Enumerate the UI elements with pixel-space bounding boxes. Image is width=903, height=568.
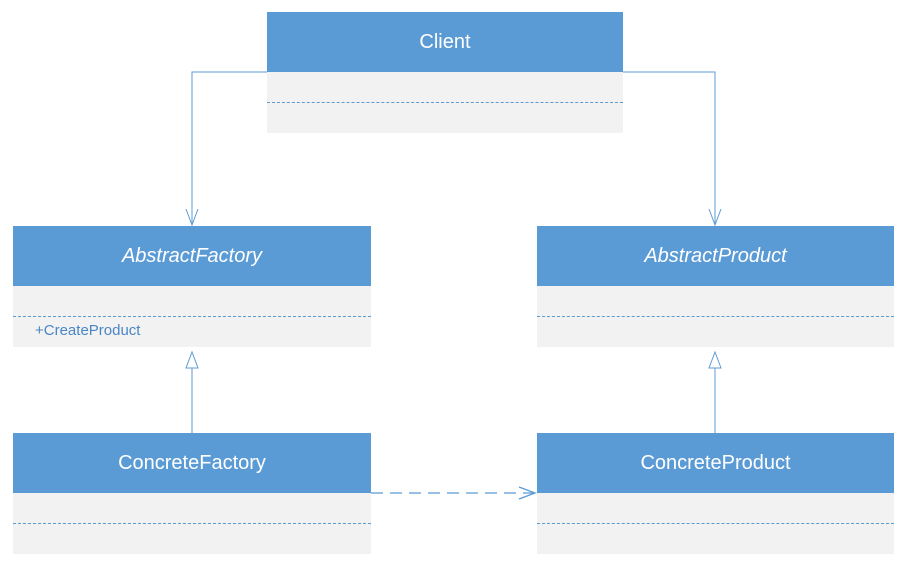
dependency-concretefactory-concreteproduct: [371, 486, 537, 500]
inheritance-concretefactory-abstractfactory: [185, 350, 199, 433]
class-abstract-product: AbstractProduct: [537, 226, 894, 347]
class-client: Client: [267, 12, 623, 133]
class-concrete-product-operations: [537, 524, 894, 554]
class-concrete-product: ConcreteProduct: [537, 433, 894, 554]
class-abstract-product-operations: [537, 317, 894, 347]
class-concrete-factory-name: ConcreteFactory: [13, 433, 371, 493]
class-concrete-factory-operations: [13, 524, 371, 554]
operation-create-product: +CreateProduct: [35, 322, 141, 339]
class-concrete-factory: ConcreteFactory: [13, 433, 371, 554]
class-abstract-product-attributes: [537, 286, 894, 317]
class-abstract-factory-operations: +CreateProduct: [13, 317, 371, 347]
class-concrete-product-attributes: [537, 493, 894, 524]
association-client-abstractfactory: [185, 71, 267, 227]
class-abstract-factory-attributes: [13, 286, 371, 317]
class-concrete-factory-attributes: [13, 493, 371, 524]
class-abstract-product-name: AbstractProduct: [537, 226, 894, 286]
class-client-attributes: [267, 72, 623, 103]
class-concrete-product-name: ConcreteProduct: [537, 433, 894, 493]
class-abstract-factory: AbstractFactory +CreateProduct: [13, 226, 371, 347]
inheritance-concreteproduct-abstractproduct: [708, 350, 722, 433]
class-client-name: Client: [267, 12, 623, 72]
association-client-abstractproduct: [623, 71, 722, 227]
class-abstract-factory-name: AbstractFactory: [13, 226, 371, 286]
class-client-operations: [267, 103, 623, 133]
